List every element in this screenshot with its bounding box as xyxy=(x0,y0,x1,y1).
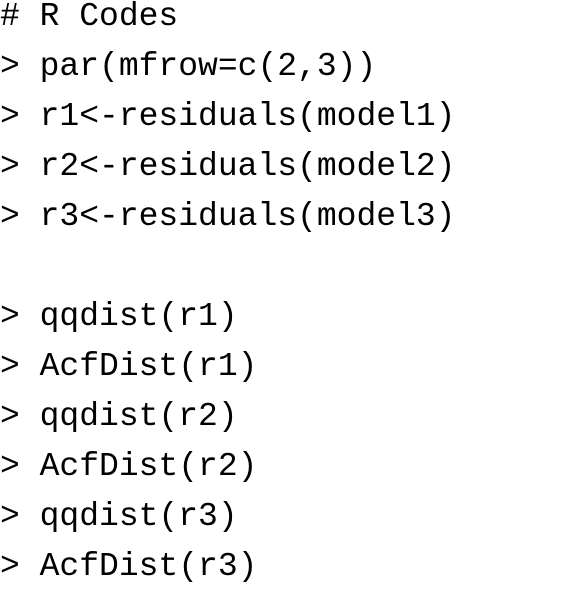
code-line-acfdist-r2: > AcfDist(r2) xyxy=(0,448,258,485)
code-comment-line: # R Codes xyxy=(0,0,179,35)
code-line-r1-residuals: > r1<-residuals(model1) xyxy=(0,98,456,135)
code-line-qqdist-r1: > qqdist(r1) xyxy=(0,298,238,335)
code-line-qqdist-r2: > qqdist(r2) xyxy=(0,398,238,435)
code-line-par: > par(mfrow=c(2,3)) xyxy=(0,48,377,85)
code-line-acfdist-r3: > AcfDist(r3) xyxy=(0,548,258,585)
code-line-r2-residuals: > r2<-residuals(model2) xyxy=(0,148,456,185)
code-line-r3-residuals: > r3<-residuals(model3) xyxy=(0,198,456,235)
code-line-acfdist-r1: > AcfDist(r1) xyxy=(0,348,258,385)
code-line-qqdist-r3: > qqdist(r3) xyxy=(0,498,238,535)
